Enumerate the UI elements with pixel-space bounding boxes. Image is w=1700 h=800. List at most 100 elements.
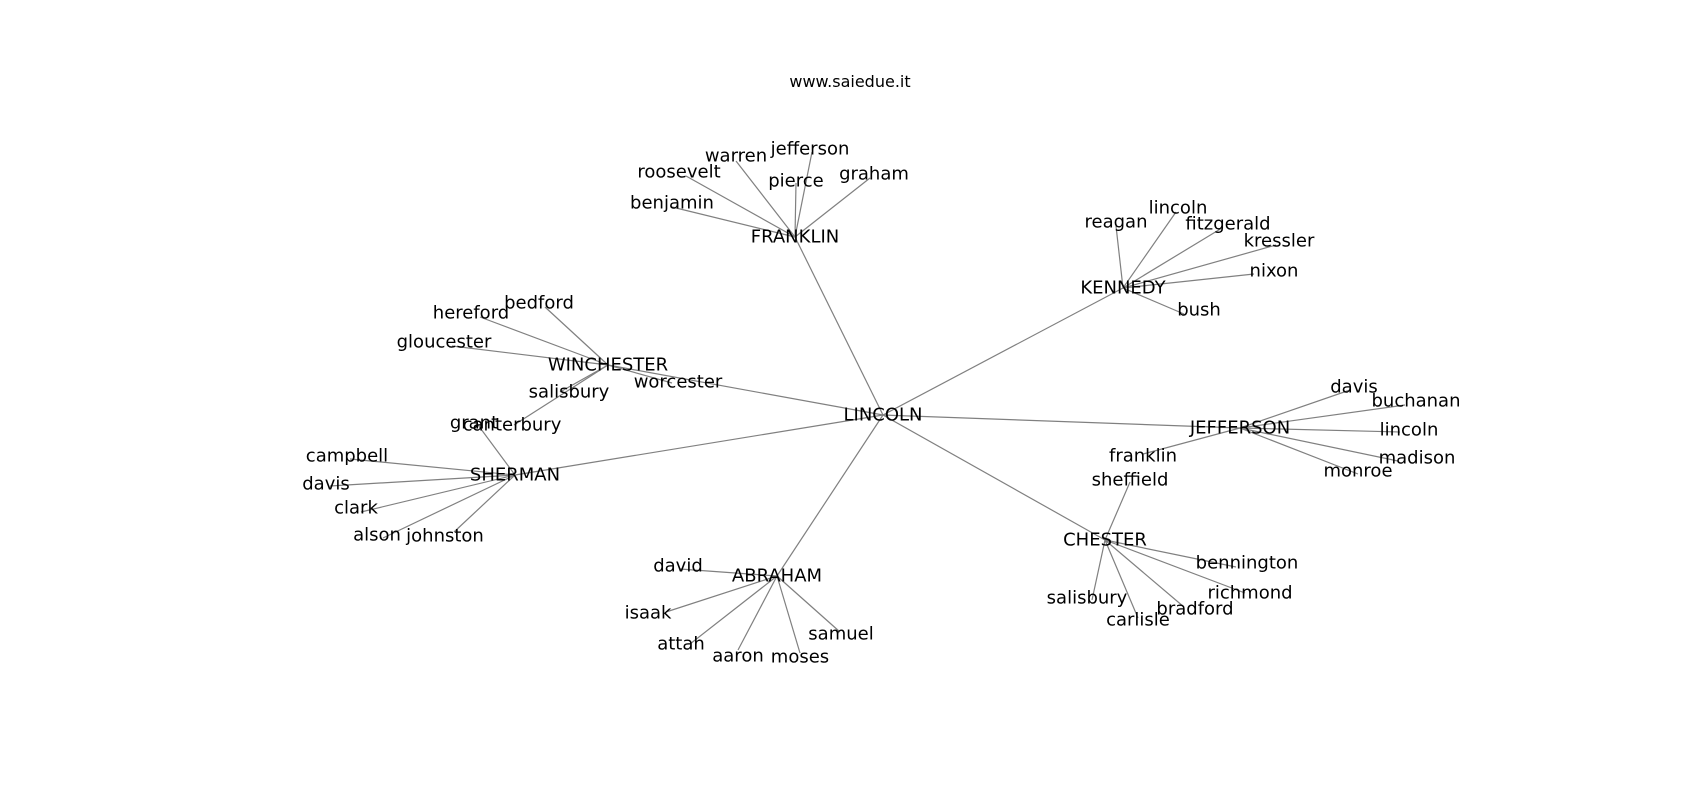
edge-root-chester	[882, 414, 1106, 541]
edge-franklin-jefferson	[794, 151, 813, 238]
edge-abraham-david	[679, 568, 778, 577]
edge-chester-bradford	[1104, 539, 1185, 608]
leaf-node-label: fitzgerald	[1185, 214, 1270, 235]
leaf-node-label: sheffield	[1092, 470, 1169, 491]
leaf-node-label: graham	[839, 164, 909, 185]
leaf-node-label: salisbury	[529, 382, 610, 403]
leaf-node-label: bush	[1177, 300, 1221, 321]
edge-chester-carlisle	[1104, 539, 1139, 619]
leaf-node-label: roosevelt	[637, 162, 720, 183]
edge-kennedy-kressler	[1122, 244, 1277, 289]
leaf-node-label: kressler	[1244, 231, 1315, 252]
leaf-node-label: warren	[705, 146, 767, 167]
hub-node-label-winchester: WINCHESTER	[548, 355, 668, 376]
root-node-label: LINCOLN	[843, 405, 922, 426]
edge-franklin-graham	[794, 177, 871, 238]
leaf-node-label: jefferson	[770, 139, 850, 160]
edge-jefferson-madison	[1239, 427, 1399, 462]
leaf-node-label: lincoln	[1149, 198, 1208, 219]
leaf-node-label: grant	[450, 413, 498, 434]
edge-sherman-grant	[477, 424, 516, 476]
edge-sherman-clark	[360, 474, 516, 513]
leaf-node-label: bradford	[1156, 599, 1233, 620]
leaf-node-label: franklin	[1109, 446, 1177, 467]
edge-chester-sheffield	[1104, 481, 1131, 541]
edge-winchester-hereford	[479, 316, 609, 366]
edge-root-abraham	[776, 414, 884, 577]
edge-chester-bennington	[1104, 539, 1237, 568]
hub-node-label-kennedy: KENNEDY	[1080, 278, 1166, 299]
watermark-text: www.saiedue.it	[789, 72, 911, 91]
leaf-node-label: hereford	[433, 303, 509, 324]
edge-kennedy-fitzgerald	[1122, 227, 1223, 289]
edge-kennedy-nixon	[1122, 273, 1255, 289]
edge-abraham-isaak	[665, 575, 778, 613]
edge-jefferson-franklin	[1142, 427, 1241, 455]
edge-layer	[329, 151, 1406, 654]
leaf-node-label: gloucester	[397, 332, 492, 353]
edge-chester-salisbury	[1091, 539, 1106, 601]
leaf-node-label: david	[653, 556, 703, 577]
edge-kennedy-lincoln	[1122, 211, 1177, 289]
leaf-node-label: alson	[353, 525, 401, 546]
hub-node-label-chester: CHESTER	[1063, 530, 1147, 551]
edge-franklin-warren	[735, 160, 796, 238]
edge-franklin-pierce	[794, 182, 797, 238]
leaf-node-label: moses	[771, 647, 829, 668]
edge-sherman-davis	[329, 474, 516, 487]
hub-node-label-sherman: SHERMAN	[470, 465, 560, 486]
leaf-node-label: aaron	[712, 646, 764, 667]
edge-jefferson-monroe	[1239, 427, 1359, 475]
leaf-node-label: monroe	[1323, 461, 1392, 482]
edge-winchester-bedford	[544, 306, 609, 366]
edge-sherman-johnston	[453, 474, 516, 533]
edge-franklin-benjamin	[671, 206, 796, 238]
leaf-node-label: madison	[1379, 448, 1456, 469]
edge-kennedy-bush	[1122, 287, 1185, 315]
leaf-node-label: bedford	[504, 293, 574, 314]
edge-winchester-worcester	[607, 364, 673, 384]
edge-jefferson-davis	[1239, 389, 1351, 429]
edge-root-jefferson	[882, 414, 1241, 429]
leaf-node-label: clark	[334, 498, 378, 519]
leaf-node-label: samuel	[808, 624, 873, 645]
leaf-node-label: davis	[302, 474, 350, 495]
edge-root-sherman	[514, 414, 884, 476]
leaf-node-label: reagan	[1085, 212, 1148, 233]
edge-abraham-aaron	[737, 575, 778, 651]
leaf-node-label: salisbury	[1047, 588, 1128, 609]
leaf-node-label: buchanan	[1371, 391, 1460, 412]
edge-kennedy-reagan	[1115, 225, 1124, 289]
leaf-node-label: carlisle	[1106, 610, 1170, 631]
edge-root-winchester	[607, 364, 884, 416]
edge-winchester-canterbury	[513, 364, 609, 426]
leaf-node-label: campbell	[306, 446, 388, 467]
leaf-node-label: bennington	[1196, 553, 1299, 574]
leaf-node-label: richmond	[1207, 583, 1292, 604]
hub-node-label-jefferson: JEFFERSON	[1189, 418, 1290, 439]
edge-abraham-attah	[689, 575, 778, 645]
leaf-node-label: worcester	[634, 372, 723, 393]
leaf-node-label: benjamin	[630, 193, 714, 214]
edge-jefferson-buchanan	[1239, 404, 1406, 429]
edge-sherman-alson	[382, 474, 516, 539]
edge-franklin-roosevelt	[685, 175, 796, 238]
leaf-node-label: johnston	[405, 526, 484, 547]
hub-node-label-franklin: FRANKLIN	[751, 227, 840, 248]
edge-chester-richmond	[1104, 539, 1246, 594]
leaf-node-label: nixon	[1250, 261, 1299, 282]
leaf-node-label: davis	[1330, 377, 1378, 398]
leaf-node-label: pierce	[768, 171, 823, 192]
leaf-node-label: lincoln	[1380, 420, 1439, 441]
hub-node-label-abraham: ABRAHAM	[732, 566, 822, 587]
edge-root-kennedy	[882, 287, 1124, 416]
edge-abraham-moses	[776, 575, 801, 654]
edge-jefferson-lincoln	[1239, 427, 1401, 433]
leaf-node-label: isaak	[625, 603, 672, 624]
edge-root-franklin	[794, 236, 884, 416]
edge-sherman-campbell	[349, 458, 516, 476]
leaf-node-label: canterbury	[463, 415, 562, 436]
edge-abraham-samuel	[776, 575, 841, 633]
